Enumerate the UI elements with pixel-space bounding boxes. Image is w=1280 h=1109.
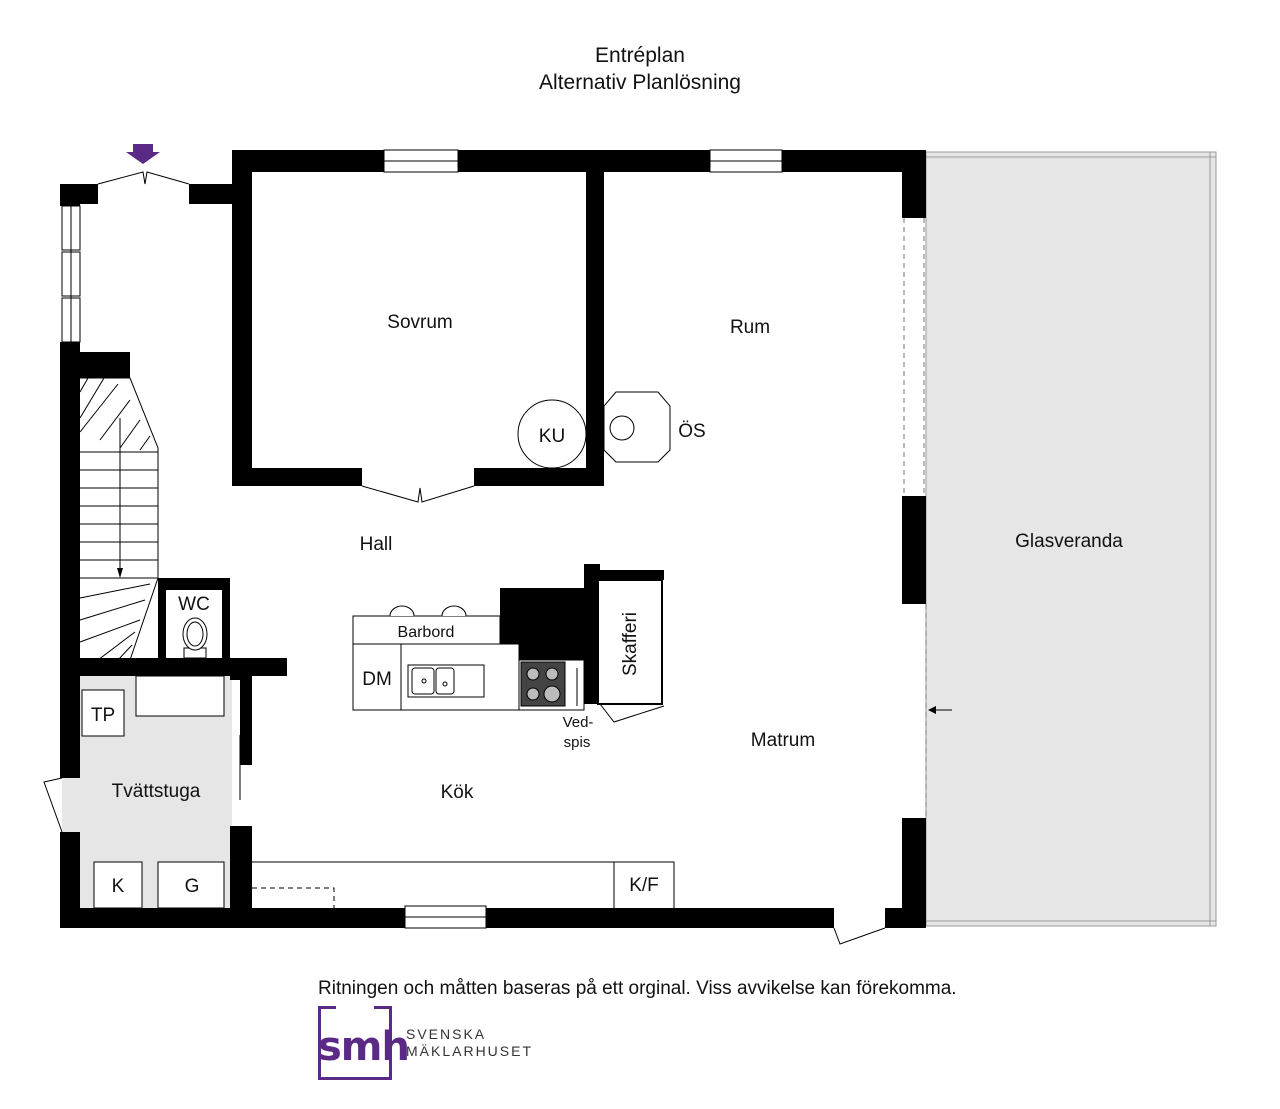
staircase xyxy=(79,377,159,661)
glasveranda-floor xyxy=(925,151,1217,927)
walls xyxy=(60,150,926,928)
room-label-wc: WC xyxy=(178,594,210,615)
fixture-label-barbord: Barbord xyxy=(398,624,455,641)
room-label-kok: Kök xyxy=(441,782,474,803)
room-label-rum: Rum xyxy=(730,317,770,338)
fixture-label-dm: DM xyxy=(362,669,392,690)
logo-text-line2: MÄKLARHUSET xyxy=(406,1043,534,1059)
brand-logo: smh SVENSKA MÄKLARHUSET xyxy=(318,1006,578,1086)
kakelugn-ku xyxy=(517,399,587,469)
fixture-label-tp: TP xyxy=(91,705,115,726)
fixture-label-kf: K/F xyxy=(629,875,659,896)
kitchen-counter xyxy=(252,861,675,908)
fixture-label-ku: KU xyxy=(539,426,565,447)
logo-frame xyxy=(318,1006,392,1080)
plan-title: Entréplan xyxy=(595,44,685,67)
toilet xyxy=(182,617,208,659)
doors xyxy=(43,171,886,945)
logo-mark: smh xyxy=(318,1024,410,1070)
room-label-sovrum: Sovrum xyxy=(387,312,452,333)
room-label-matrum: Matrum xyxy=(751,730,815,751)
plan-subtitle: Alternativ Planlösning xyxy=(539,71,741,94)
oppen-spis-os-circle xyxy=(609,415,635,441)
hob-burners xyxy=(520,661,566,707)
logo-text-line1: SVENSKA xyxy=(406,1026,487,1042)
fixture-label-g: G xyxy=(185,876,200,897)
veranda-opening-arrowhead xyxy=(928,706,936,714)
fixture-label-vedspis-1: Ved- xyxy=(563,714,594,731)
room-label-glasveranda: Glasveranda xyxy=(1015,531,1123,552)
fixture-label-os: ÖS xyxy=(678,421,705,442)
room-label-tvattstuga: Tvättstuga xyxy=(112,781,201,802)
fixture-label-vedspis-2: spis xyxy=(564,734,591,751)
windows xyxy=(61,149,783,929)
skafferi-box xyxy=(597,579,663,705)
room-label-hall: Hall xyxy=(360,534,393,555)
stair-arrow-icon xyxy=(117,568,123,578)
fixture-label-k: K xyxy=(112,876,125,897)
disclaimer-text: Ritningen och måtten baseras på ett orgi… xyxy=(318,978,957,999)
entrance-arrow-icon xyxy=(126,144,160,164)
room-label-skafferi: Skafferi xyxy=(620,612,641,676)
laundry-fixtures xyxy=(81,675,225,909)
oppen-spis-os xyxy=(603,391,671,463)
